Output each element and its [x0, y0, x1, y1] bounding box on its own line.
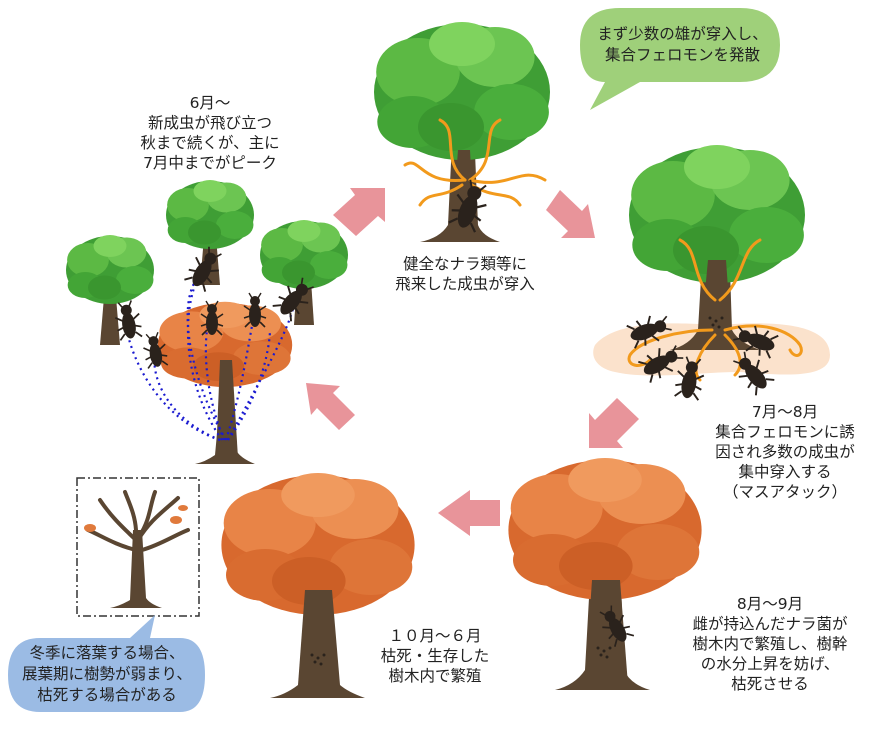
bubble-bottom-text: 冬季に落葉する場合、 展葉期に樹勢が弱まり、 枯死する場合がある — [12, 643, 202, 706]
stage4-label: １０月～６月 枯死・生存した 樹木内で繁殖 — [360, 626, 510, 686]
arrow-stage4-to-stage5-icon — [306, 383, 355, 430]
stage3-label: 8月～9月 雌が持込んだナラ菌が 樹木内で繁殖し、樹幹 の水分上昇を妨げ、 枯死… — [675, 594, 865, 694]
stage5-emergence-trees — [66, 180, 348, 464]
stage2-mass-attack-tree — [593, 145, 830, 400]
arrow-stage2-to-stage3-icon — [589, 398, 639, 448]
arrow-stage3-to-stage4-icon — [438, 490, 500, 536]
arrow-stage5-to-stage1-icon — [333, 188, 385, 236]
stage1-label: 健全なナラ類等に 飛来した成虫が穿入 — [380, 254, 550, 294]
stage5-label: 6月～ 新成虫が飛び立つ 秋まで続くが、主に 7月中までがピーク — [110, 93, 310, 173]
stage3-dying-tree — [508, 458, 701, 690]
stage1-healthy-tree — [374, 22, 550, 242]
inset-leafless-tree — [77, 478, 199, 616]
stage2-label: 7月～8月 集合フェロモンに誘 因され多数の成虫が 集中穿入する （マスアタック… — [700, 402, 870, 502]
bubble-top-text: まず少数の雄が穿入し、 集合フェロモンを発散 — [590, 24, 775, 66]
arrow-stage1-to-stage2-icon — [546, 190, 595, 238]
